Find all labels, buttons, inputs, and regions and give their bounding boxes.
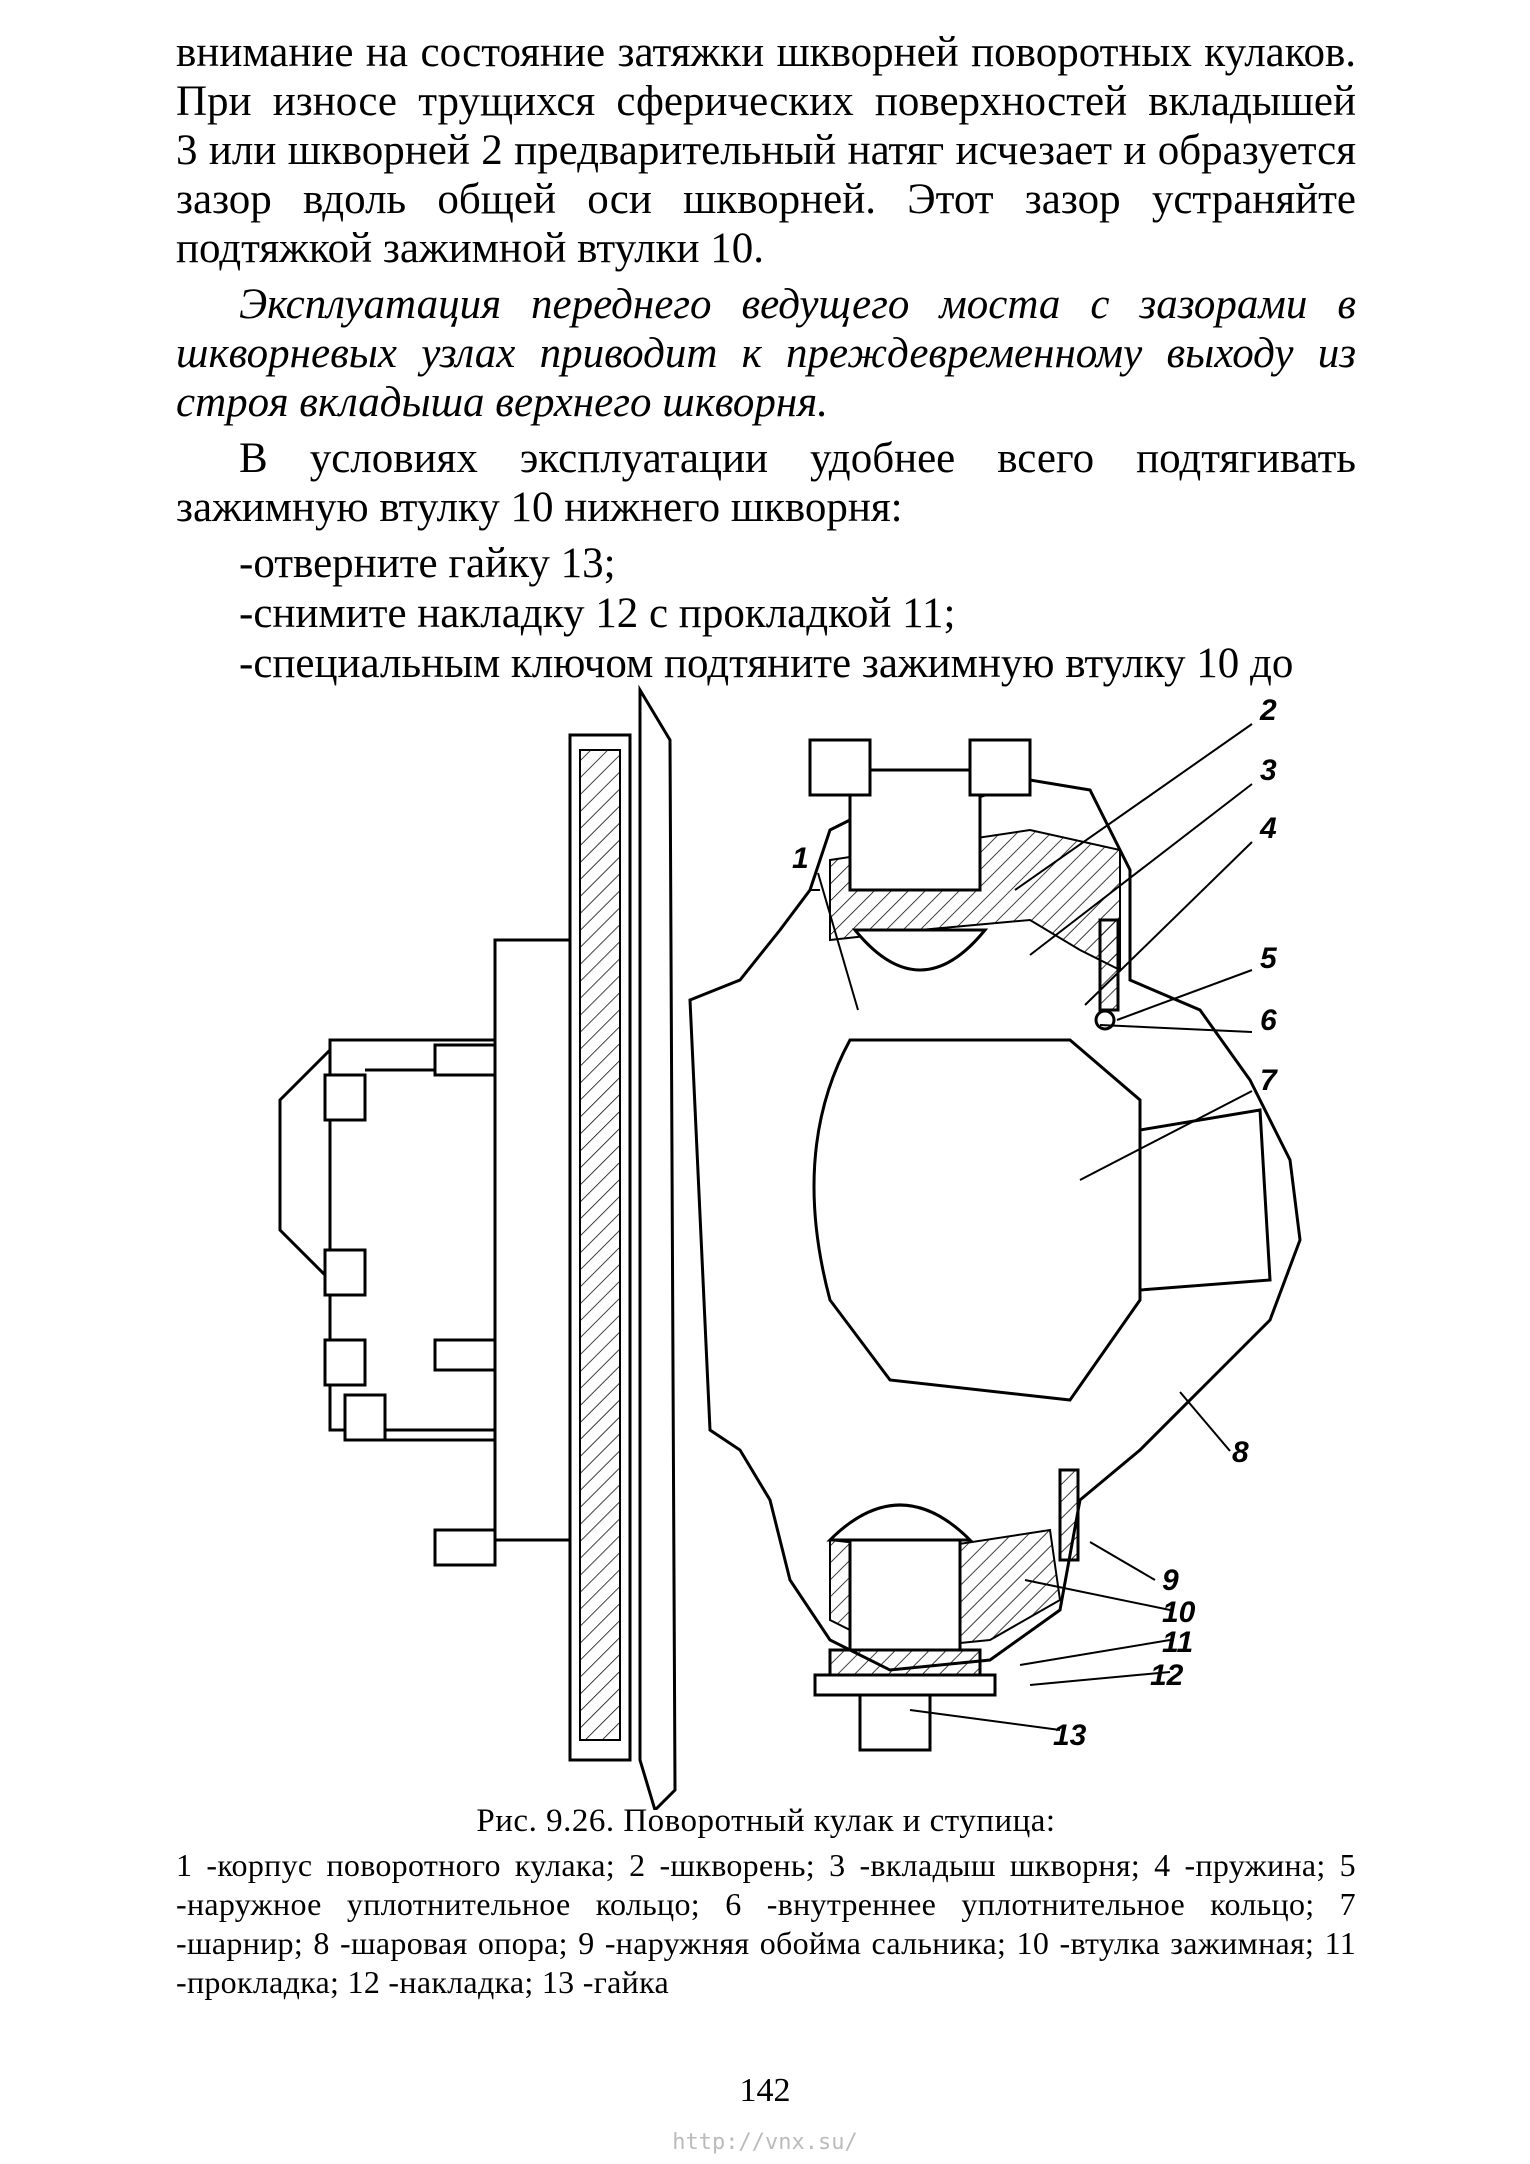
callout-5: 5	[1260, 942, 1278, 975]
stud	[323, 1248, 367, 1297]
top-cap-bolt	[968, 738, 1032, 797]
stud	[323, 1338, 367, 1387]
kingpin-top	[848, 768, 982, 892]
technical-drawing: 1 2 3 4 5 6 7 8 9 10 11 12 13	[278, 684, 1302, 1813]
nut	[858, 1693, 932, 1752]
hub-shaft	[493, 938, 572, 1542]
paragraph-1-line-1: внимание на состояние затяжки шкворней п…	[176, 29, 1356, 76]
callout-3: 3	[1260, 754, 1277, 787]
paragraph-1-line-3: 3 или шкворней 2 предварительный натяг и…	[176, 127, 1356, 174]
leader-13	[909, 1709, 1061, 1731]
leader-1	[817, 872, 859, 1011]
page-number: 142	[739, 2072, 791, 2109]
paragraph-3: В условиях эксплуатации удобнее всего по…	[176, 435, 1356, 531]
leader-5	[1116, 969, 1253, 1021]
leader-8	[1179, 1391, 1231, 1452]
paragraph-1-line-5: подтяжкой зажимной втулки 10.	[176, 225, 765, 272]
paragraph-1-line-2: При износе трущихся сферических поверхно…	[176, 78, 1356, 125]
callout-4: 4	[1259, 812, 1277, 845]
leader-9	[1089, 1541, 1156, 1581]
callout-12: 12	[1150, 1659, 1184, 1692]
brake-disc-outer	[638, 684, 677, 1813]
body-text: внимание на состояние затяжки шкворней п…	[176, 28, 1356, 689]
callout-9: 9	[1162, 1564, 1179, 1597]
warning-paragraph: Эксплуатация переднего ведущего моста с …	[176, 281, 1356, 426]
clamp-sleeve	[828, 1648, 982, 1677]
brake-disc-vents	[579, 749, 621, 1741]
stud	[323, 1073, 367, 1122]
figure-steering-knuckle: 1 2 3 4 5 6 7 8 9 10 11 12 13	[270, 680, 1360, 1813]
paragraph-1-line-4: зазор вдоль общей оси шкворней. Этот заз…	[176, 176, 1356, 223]
hub-flange	[278, 1046, 332, 1284]
step-1: -отверните гайку 13;	[239, 540, 616, 587]
callout-2: 2	[1259, 694, 1277, 727]
step-3: -специальным ключом подтяните зажимную в…	[239, 640, 1294, 687]
leader-4	[1084, 841, 1253, 1006]
callout-11: 11	[1162, 1626, 1193, 1659]
figure-caption-legend: 1 -корпус поворотного кулака; 2 -шкворен…	[176, 1847, 1356, 2000]
figure-caption-title: Рис. 9.26. Поворотный кулак и ступица:	[476, 1803, 1056, 1839]
leader-2	[1014, 723, 1253, 891]
leader-6	[1099, 1024, 1253, 1033]
top-cap-bolt	[808, 738, 872, 797]
watermark: http://vnx.su/	[672, 2130, 858, 2155]
seal-top	[1098, 918, 1120, 1012]
callout-13: 13	[1053, 1719, 1087, 1752]
stud-rod	[433, 1528, 497, 1567]
axle-stub	[1138, 1108, 1272, 1292]
stud-rod	[433, 1338, 497, 1372]
kingpin-bottom-ball	[826, 1503, 974, 1542]
cv-joint	[812, 1038, 1142, 1402]
leader-11	[1019, 1639, 1171, 1666]
callout-1: 1	[792, 842, 809, 875]
kingpin-bottom	[848, 1538, 962, 1652]
stud	[343, 1393, 387, 1442]
paragraph-1: внимание на состояние затяжки шкворней п…	[176, 28, 1356, 273]
step-2: -снимите накладку 12 с прокладкой 11;	[239, 590, 956, 637]
callout-6: 6	[1260, 1004, 1277, 1037]
stud-rod	[433, 1043, 497, 1077]
seal-bottom	[1058, 1468, 1080, 1562]
leader-10	[1024, 1579, 1171, 1611]
leader-7	[1079, 1090, 1253, 1181]
leader-12	[1029, 1671, 1171, 1686]
callout-8: 8	[1232, 1436, 1249, 1469]
callout-7: 7	[1260, 1064, 1278, 1097]
cover-plate	[813, 1673, 997, 1697]
leader-3	[1029, 783, 1253, 956]
kingpin-top-ball	[851, 928, 989, 972]
callout-10: 10	[1162, 1596, 1196, 1629]
